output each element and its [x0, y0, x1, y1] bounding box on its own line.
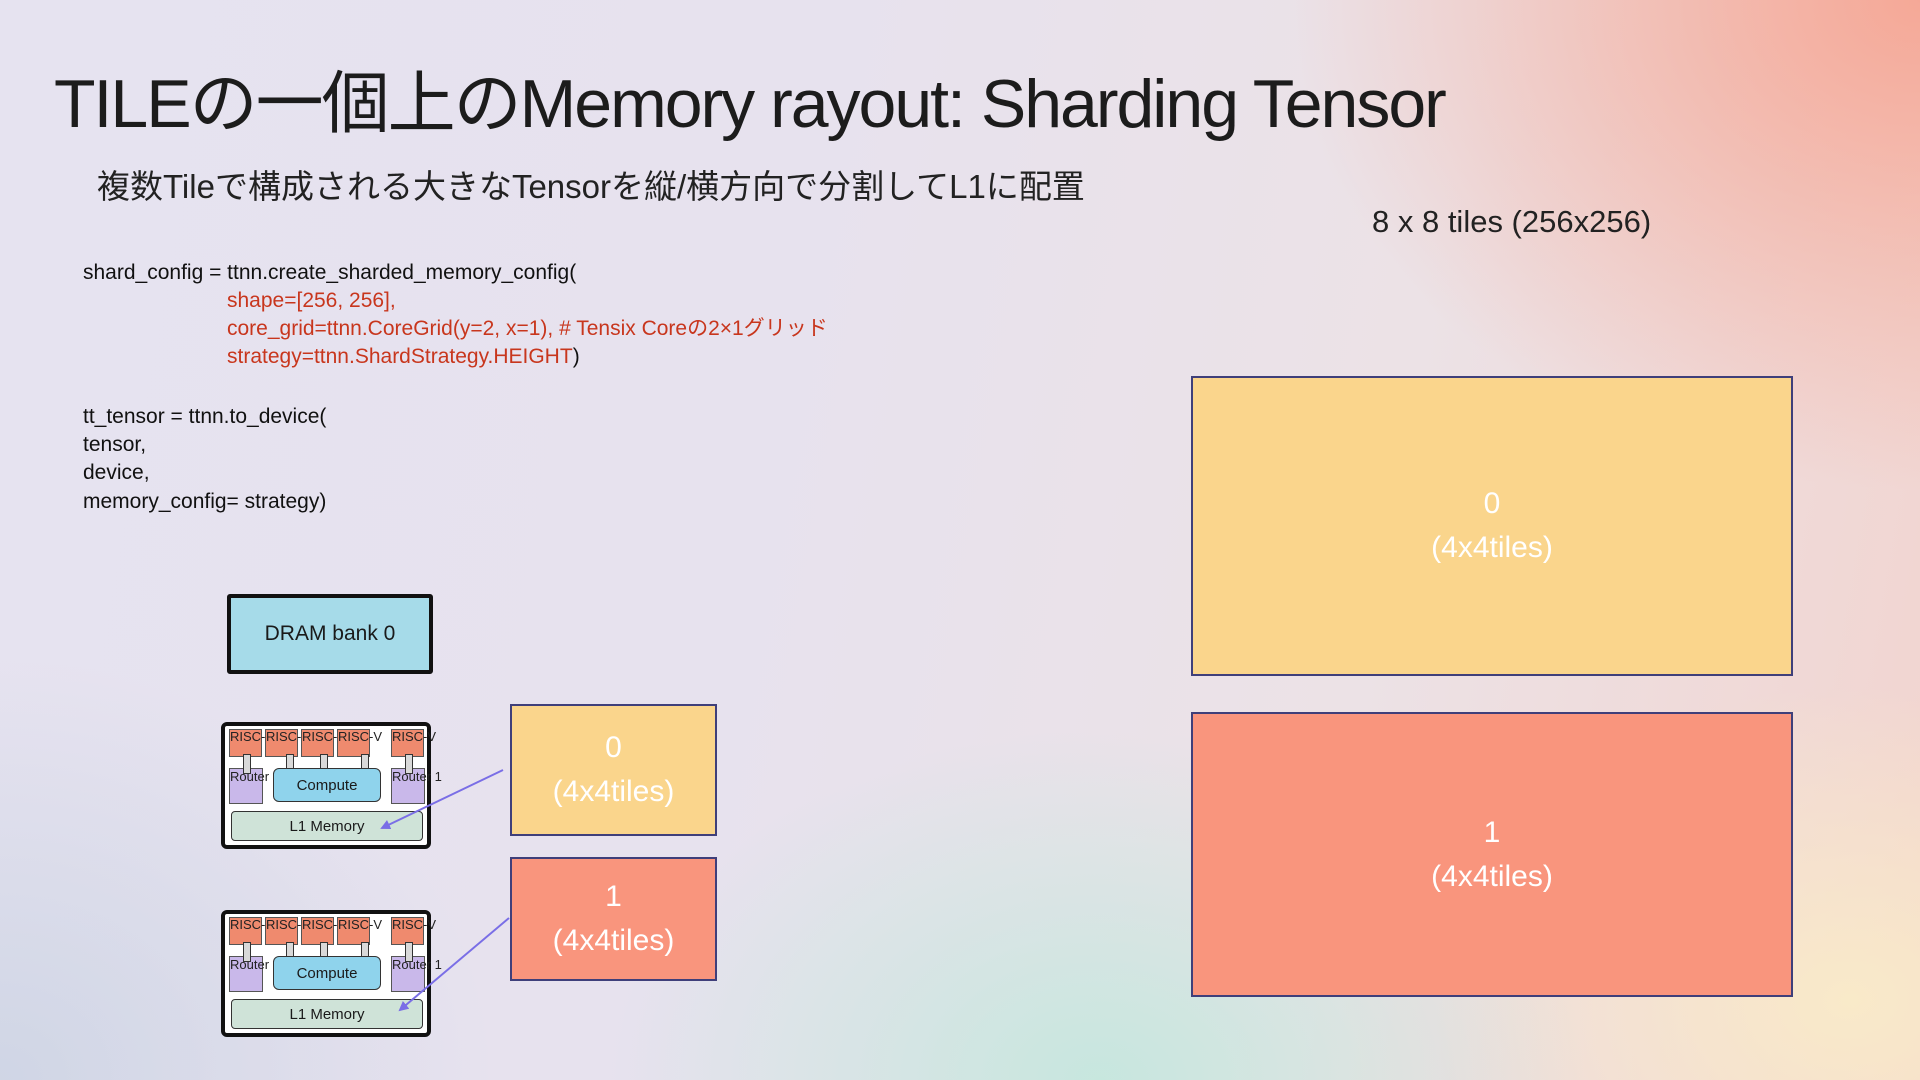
shard-size: (4x4tiles): [1431, 531, 1553, 564]
connector: [405, 754, 413, 774]
tiles-caption: 8 x 8 tiles (256x256): [1372, 204, 1652, 239]
code-line-5: tt_tensor = ttnn.to_device(: [83, 405, 327, 428]
risc-v-block: RISC-V: [229, 917, 274, 945]
small-shard-0: 0 (4x4tiles): [510, 704, 717, 836]
tensix-core-0: RISC-V RISC-V RISC-V RISC-V RISC-V Route…: [221, 722, 442, 849]
compute-block: Compute: [273, 768, 381, 802]
code-line-6: tensor,: [83, 433, 147, 456]
tensix-core-1: RISC-V RISC-V RISC-V RISC-V RISC-V Route…: [221, 910, 442, 1037]
code-line-4: strategy=ttnn.ShardStrategy.HEIGHT): [227, 343, 580, 371]
large-shard-0: 0 (4x4tiles): [1191, 376, 1793, 676]
shard-size: (4x4tiles): [552, 924, 675, 957]
l1-memory-block: L1 Memory: [231, 999, 423, 1029]
shard-index: 0: [1483, 487, 1501, 520]
dram-bank-label: DRAM bank 0: [264, 622, 396, 645]
code-line-3: core_grid=ttnn.CoreGrid(y=2, x=1), # Ten…: [227, 317, 828, 340]
router-1-block: Router 1: [391, 768, 442, 804]
code-line-1: shard_config = ttnn.create_sharded_memor…: [83, 261, 577, 284]
risc-v-block: RISC-V: [391, 729, 436, 757]
shard-0-to-l1-arrow: [380, 769, 504, 830]
small-shard-1: 1 (4x4tiles): [510, 857, 717, 981]
slide-subtitle: 複数Tileで構成される大きなTensorを縦/横方向で分割してL1に配置: [97, 168, 1085, 205]
shard-index: 1: [605, 880, 622, 913]
connector: [243, 754, 251, 774]
compute-block: Compute: [273, 956, 381, 990]
connector: [243, 942, 251, 962]
shard-index: 0: [605, 731, 622, 764]
code-line-8: memory_config= strategy): [83, 490, 327, 513]
shard-size: (4x4tiles): [1431, 859, 1553, 893]
large-shard-1: 1 (4x4tiles): [1191, 712, 1793, 997]
code-line-7: device,: [83, 461, 150, 484]
shard-size: (4x4tiles): [552, 775, 675, 808]
slide-title: TILEの一個上のMemory rayout: Sharding Tensor: [54, 66, 1447, 142]
risc-v-block: RISC-V: [301, 729, 346, 757]
connector: [405, 942, 413, 962]
dram-bank-box: DRAM bank 0: [227, 594, 433, 674]
code-line-2: shape=[256, 256],: [227, 289, 396, 312]
code-line-4-strategy: strategy=ttnn.ShardStrategy.HEIGHT: [227, 345, 573, 368]
code-line-4-paren: ): [572, 345, 580, 368]
shard-1-to-l1-arrow: [398, 917, 510, 1012]
shard-index: 1: [1483, 815, 1501, 849]
